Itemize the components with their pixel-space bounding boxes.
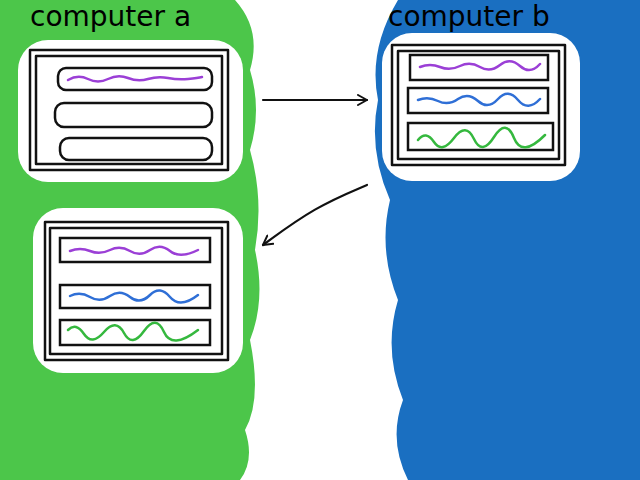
computer-label: computer a (30, 2, 191, 33)
window-frames (30, 45, 565, 360)
computer-label: computer b (388, 2, 550, 33)
wavy-lines (68, 61, 545, 340)
arrow-connector (263, 99, 367, 101)
window-rows (55, 55, 553, 345)
arrow-connector (263, 185, 367, 245)
white-halo (18, 33, 580, 373)
